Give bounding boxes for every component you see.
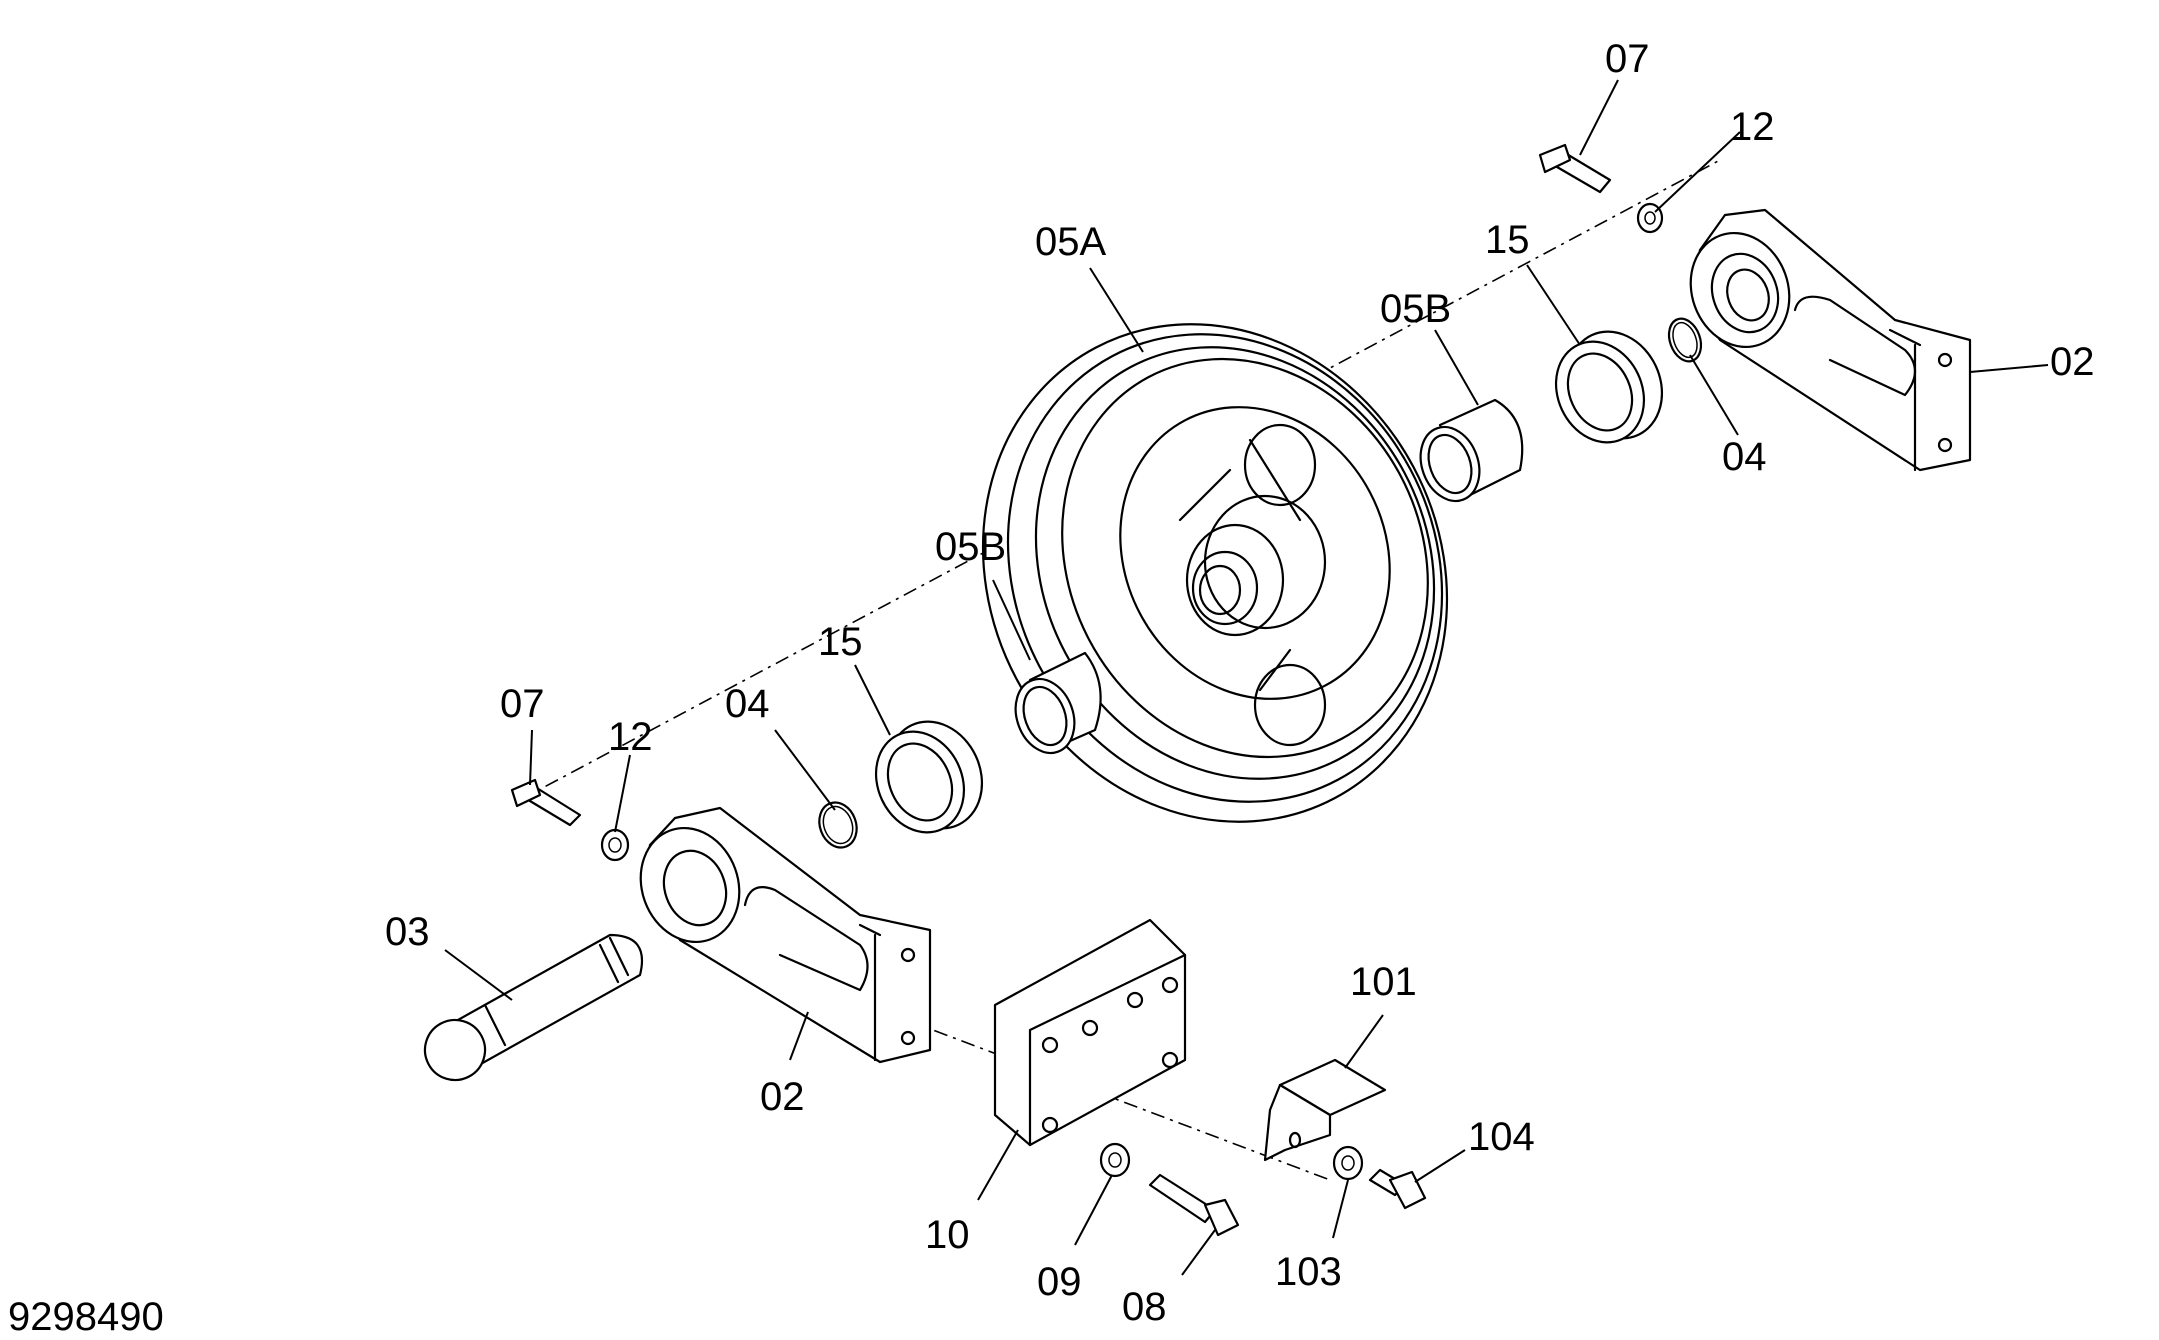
bracket-02-lower[interactable] bbox=[625, 806, 932, 1064]
callout-05B-lower: 05B bbox=[935, 525, 1006, 569]
bolt-104[interactable] bbox=[1368, 1168, 1427, 1210]
callout-10: 10 bbox=[925, 1213, 970, 1257]
bolt-08[interactable] bbox=[1148, 1173, 1240, 1237]
leader-lines bbox=[444, 79, 2049, 1276]
bushing-05B-upper[interactable] bbox=[1411, 398, 1524, 509]
callout-12-upper: 12 bbox=[1730, 105, 1775, 149]
callout-07-lower: 07 bbox=[500, 682, 545, 726]
callout-09: 09 bbox=[1037, 1260, 1082, 1304]
callout-05A: 05A bbox=[1035, 220, 1106, 264]
bracket-101[interactable] bbox=[1263, 1058, 1387, 1162]
callout-08: 08 bbox=[1122, 1285, 1167, 1329]
callout-104: 104 bbox=[1468, 1115, 1535, 1159]
callout-103: 103 bbox=[1275, 1250, 1342, 1294]
callout-labels: 07 12 05A 15 05B 02 04 05B 15 04 07 12 0… bbox=[8, 37, 2095, 1339]
drawing-number: 9298490 bbox=[8, 1295, 164, 1339]
callout-03: 03 bbox=[385, 910, 430, 954]
callout-02-lower: 02 bbox=[760, 1075, 805, 1119]
plate-10[interactable] bbox=[993, 918, 1187, 1147]
bracket-02-upper[interactable] bbox=[1675, 208, 1972, 472]
bushing-05B-lower[interactable] bbox=[1006, 651, 1102, 761]
callout-15-lower: 15 bbox=[818, 620, 863, 664]
bolt-07-upper[interactable] bbox=[1538, 143, 1612, 194]
o-ring-04-upper[interactable] bbox=[1663, 314, 1706, 366]
idler-wheel-05A[interactable] bbox=[897, 242, 1534, 904]
callout-05B-upper: 05B bbox=[1380, 287, 1451, 331]
pin-03[interactable] bbox=[414, 933, 644, 1091]
callout-15-upper: 15 bbox=[1485, 218, 1530, 262]
bolt-07-lower[interactable] bbox=[510, 778, 582, 827]
callout-101: 101 bbox=[1350, 960, 1417, 1004]
o-ring-04-lower[interactable] bbox=[813, 797, 863, 853]
callout-02-upper: 02 bbox=[2050, 340, 2095, 384]
callout-04-upper: 04 bbox=[1722, 435, 1767, 479]
callout-12-lower: 12 bbox=[608, 715, 653, 759]
callout-07-upper: 07 bbox=[1605, 37, 1650, 81]
washer-103[interactable] bbox=[1332, 1145, 1364, 1181]
seal-15-lower[interactable] bbox=[860, 706, 999, 847]
seal-15-upper[interactable] bbox=[1540, 316, 1679, 457]
washer-12-lower[interactable] bbox=[600, 828, 630, 862]
callout-04-lower: 04 bbox=[725, 682, 770, 726]
washer-09[interactable] bbox=[1099, 1142, 1131, 1178]
